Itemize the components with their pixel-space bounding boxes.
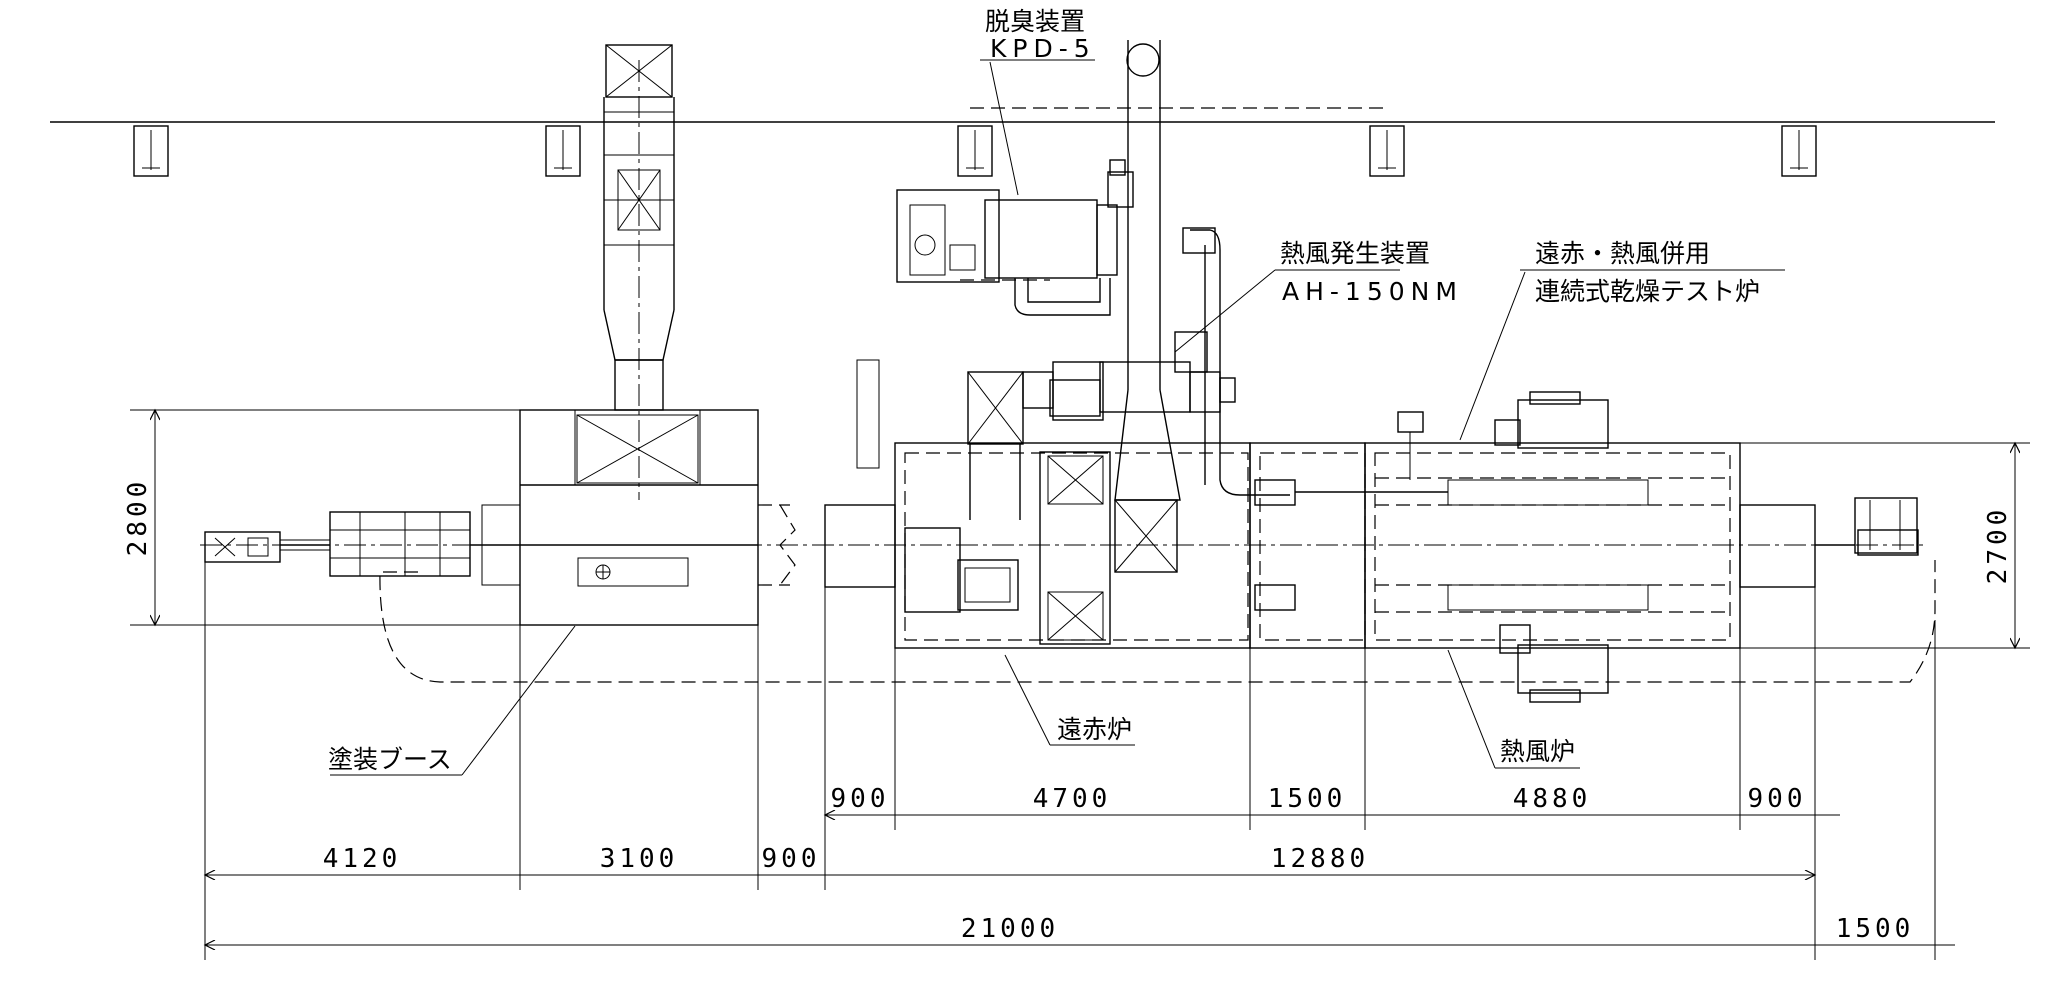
dim-1500-b: 1500 [1836,914,1915,944]
hot-air-furnace [1249,391,1816,703]
dim-900-c: 900 [762,844,821,874]
hot-air-generator [1049,40,1290,573]
dim-900-b: 900 [1748,784,1807,814]
dim-3100: 3100 [600,844,679,874]
feeder-unit [204,531,330,563]
hot-air-gen-name: 熱風発生装置 [1280,239,1430,268]
label-leaders [330,59,1785,776]
paint-booth [519,44,796,626]
far-ir-furnace-label: 遠赤炉 [1057,715,1132,744]
pre-frame [329,504,521,586]
horizontal-dimensions [205,562,1955,960]
takeoff-unit [1815,497,1919,556]
dim-21000: 21000 [961,914,1059,944]
hot-air-furnace-label: 熱風炉 [1500,737,1575,766]
conveyor-loop [200,544,1936,683]
dim-4880: 4880 [1513,784,1592,814]
test-furnace-line2: 連続式乾燥テスト炉 [1535,277,1760,306]
test-furnace-line1: 遠赤・熱風併用 [1535,239,1710,268]
dim-vert-right: 2700 [1983,506,2013,585]
deodorizer-unit [896,159,1134,316]
dim-4700: 4700 [1033,784,1112,814]
paint-booth-label: 塗装ブース [328,745,452,774]
dim-900-a: 900 [831,784,890,814]
ceiling-beam [50,107,1995,177]
deodorizer-model: KPD-5 [990,34,1096,63]
hot-air-gen-model: AH-150NM [1282,277,1463,306]
dim-vert-left: 2800 [123,478,153,557]
dimension-texts: 900 4700 1500 4880 900 4120 3100 900 128… [323,784,1915,944]
vertical-dimensions [130,410,2030,648]
dim-4120: 4120 [323,844,402,874]
dim-12880: 12880 [1271,844,1369,874]
deodorizer-name: 脱臭装置 [985,7,1085,36]
dim-1500-a: 1500 [1268,784,1347,814]
far-ir-furnace [824,359,1251,649]
